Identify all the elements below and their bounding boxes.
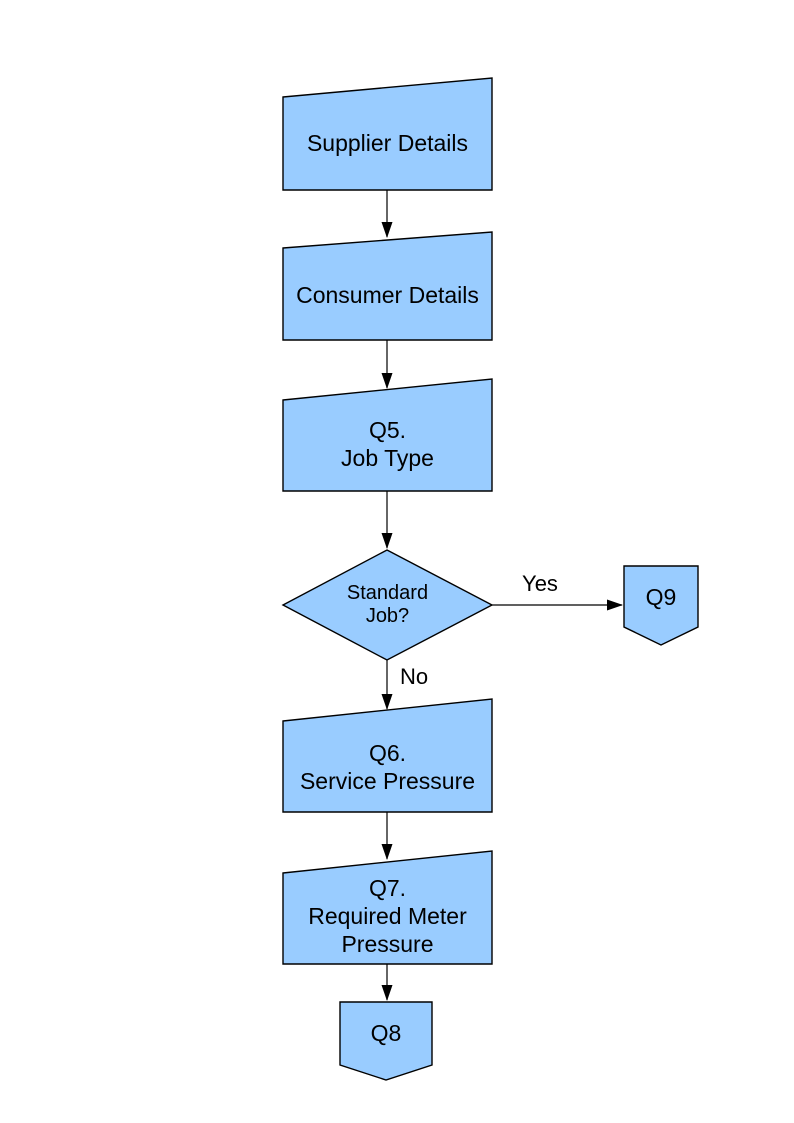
node-q5-job-type-label: Q5. Job Type — [341, 417, 434, 471]
node-consumer-details-shape — [282, 231, 493, 341]
edge-label-yes: Yes — [522, 571, 558, 596]
node-q9-connector-shape — [623, 565, 699, 646]
node-supplier-details-shape — [282, 77, 493, 191]
node-q7-required-meter-pressure-label: Q7. Required Meter Pressure — [308, 875, 467, 957]
node-q8-connector-shape — [339, 1001, 433, 1081]
node-q6-service-pressure-label: Q6. Service Pressure — [299, 740, 476, 794]
node-q7-required-meter-pressure-shape — [282, 850, 493, 965]
node-supplier-details-label: Supplier Details — [306, 130, 469, 156]
edge-label-no: No — [399, 664, 429, 689]
node-q8-connector-label: Q8 — [370, 1020, 402, 1046]
node-q9-connector-label: Q9 — [645, 584, 677, 610]
node-q6-service-pressure-shape — [282, 698, 493, 813]
node-q5-job-type-shape — [282, 378, 493, 492]
node-standard-job-decision-label: Standard Job? — [346, 582, 429, 627]
node-consumer-details-label: Consumer Details — [296, 282, 479, 308]
node-standard-job-decision-shape — [281, 549, 494, 661]
